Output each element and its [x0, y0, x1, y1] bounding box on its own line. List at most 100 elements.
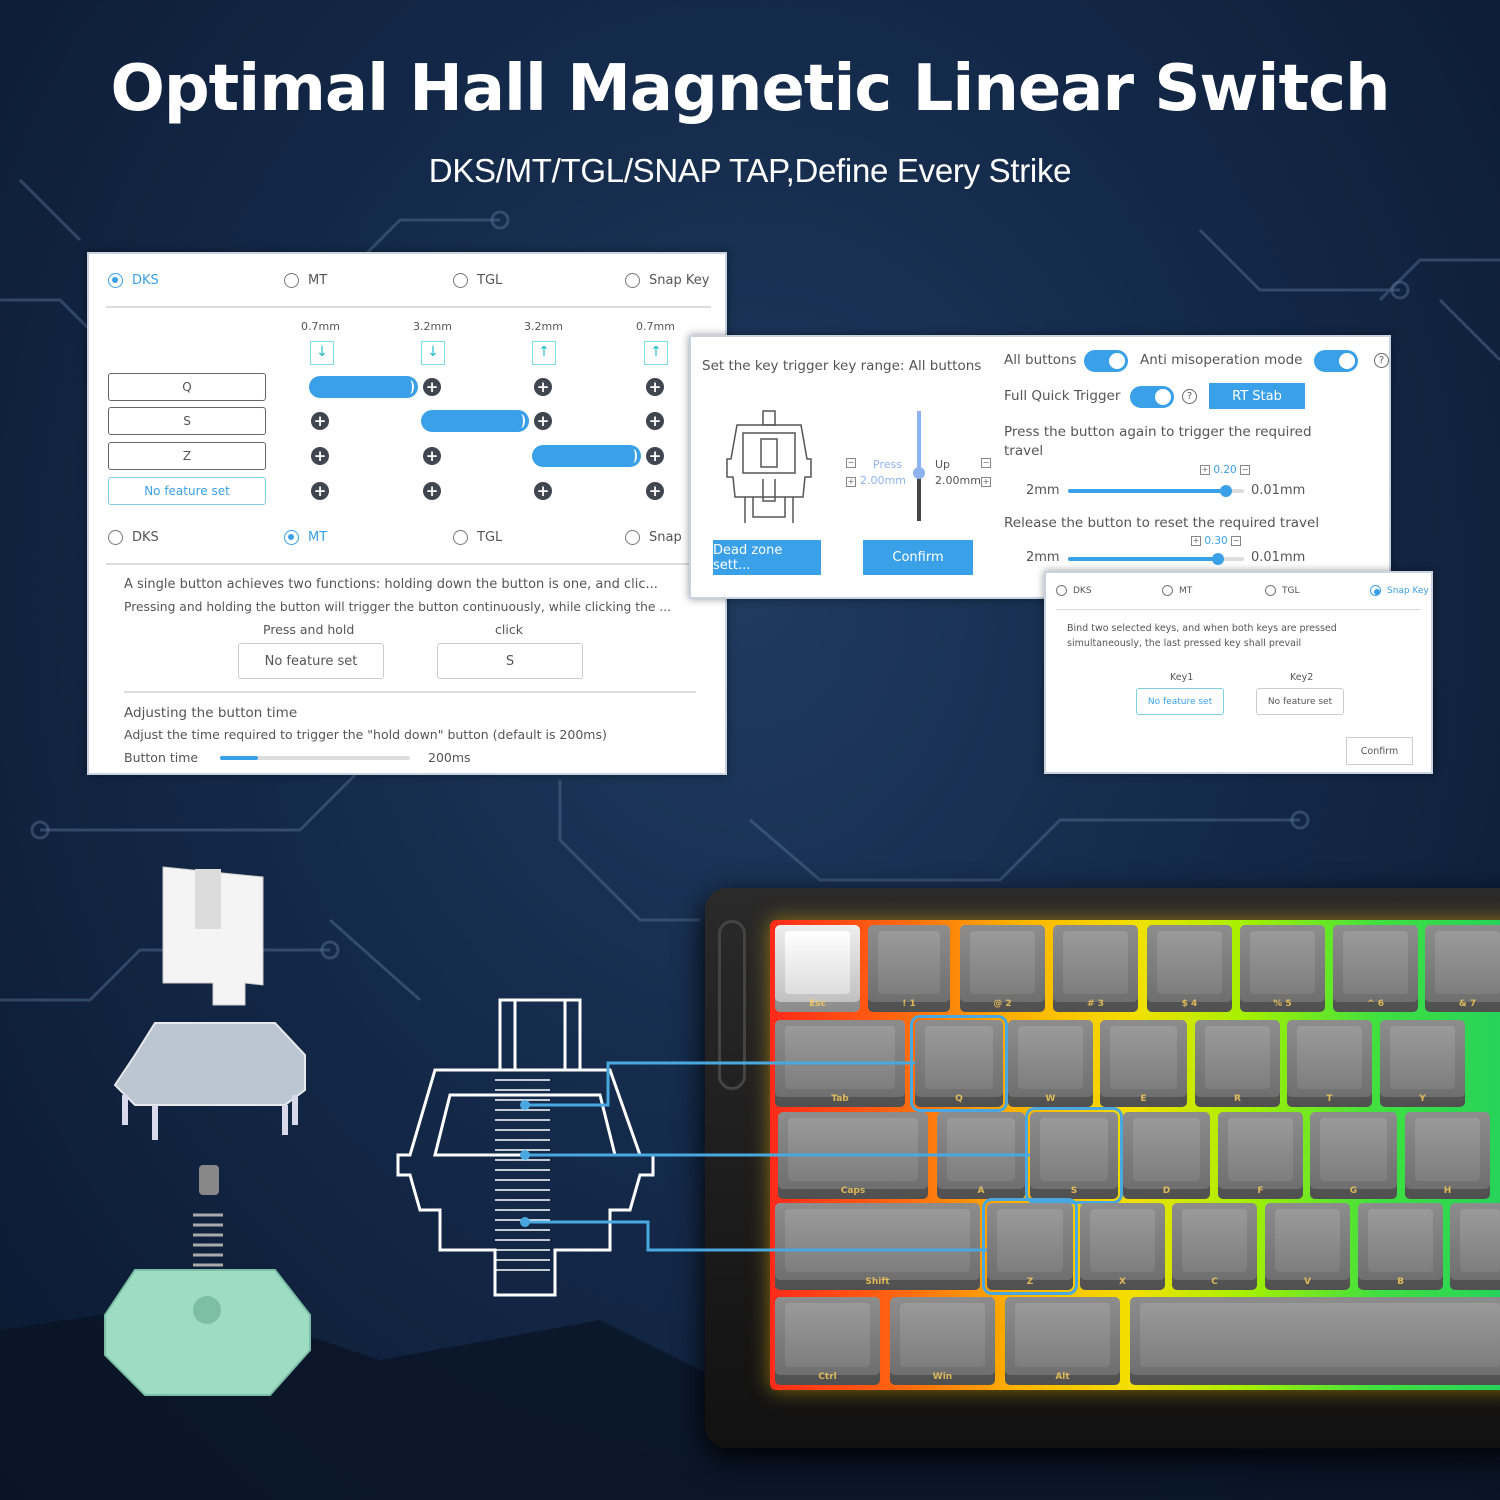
key-a: A — [937, 1112, 1025, 1199]
radio-snap[interactable]: Snap — [625, 530, 682, 545]
keycap-top — [785, 931, 850, 994]
add-icon[interactable]: + — [311, 482, 329, 500]
increase-icon[interactable]: + — [981, 477, 991, 487]
add-icon[interactable]: + — [646, 482, 664, 500]
add-icon[interactable]: + — [646, 447, 664, 465]
radio-label: Snap — [649, 530, 682, 545]
radio-label: TGL — [1282, 585, 1300, 596]
up-value: 2.00mm — [935, 474, 981, 487]
keycap-top — [1015, 1303, 1110, 1367]
click-key-field[interactable]: S — [437, 643, 583, 679]
dead-zone-button[interactable]: Dead zone sett... — [713, 540, 821, 575]
hold-label: Press and hold — [263, 622, 355, 637]
radio-dks[interactable]: DKS — [108, 273, 159, 288]
anti-misoperation-toggle[interactable] — [1314, 350, 1358, 372]
press-again-slider[interactable] — [1068, 485, 1244, 497]
increase-icon[interactable]: + — [1200, 465, 1210, 475]
confirm-button[interactable]: Confirm — [863, 540, 973, 575]
increase-icon[interactable]: + — [1191, 536, 1201, 546]
key-legend: ! 1 — [902, 999, 916, 1009]
keycap-top — [1063, 931, 1128, 994]
keycap-top — [1275, 1209, 1340, 1272]
decrease-icon[interactable]: − — [1231, 536, 1242, 546]
key-slot-empty[interactable]: No feature set — [108, 477, 266, 505]
travel-vertical-slider[interactable] — [913, 411, 925, 521]
add-icon[interactable]: + — [311, 412, 329, 430]
key-legend: $ 4 — [1181, 999, 1198, 1009]
radio-dks[interactable]: DKS — [108, 530, 159, 545]
keycap-top — [1040, 1118, 1108, 1181]
key-legend: Esc — [809, 999, 826, 1009]
add-icon[interactable]: + — [423, 482, 441, 500]
keycap-top — [785, 1303, 870, 1367]
radio-dks[interactable]: DKS — [1056, 585, 1092, 596]
add-icon[interactable]: + — [423, 378, 441, 396]
radio-tgl[interactable]: TGL — [453, 273, 502, 288]
dks-action-bar-s[interactable] — [421, 410, 529, 432]
help-icon[interactable]: ? — [1182, 389, 1197, 404]
release-end-icon: ↑ — [644, 341, 668, 365]
key-z: Z — [982, 1198, 1078, 1295]
radio-mt[interactable]: MT — [284, 273, 327, 288]
radio-label: MT — [308, 530, 328, 545]
key1-field[interactable]: No feature set — [1136, 688, 1224, 715]
decrease-icon[interactable]: − — [1240, 465, 1251, 475]
key-legend: Shift — [865, 1277, 890, 1287]
add-icon[interactable]: + — [646, 378, 664, 396]
key2-field[interactable]: No feature set — [1256, 688, 1344, 715]
decrease-icon[interactable]: − — [981, 458, 991, 468]
key-legend: C — [1211, 1277, 1218, 1287]
key-legend: R — [1234, 1094, 1241, 1104]
key-legend: G — [1349, 1186, 1358, 1196]
help-icon[interactable]: ? — [1374, 353, 1389, 368]
key-slot-q[interactable]: Q — [108, 373, 266, 401]
add-icon[interactable]: + — [534, 412, 552, 430]
dks-action-bar-z[interactable] — [532, 445, 641, 467]
radio-label: MT — [1179, 585, 1193, 596]
spring — [193, 1213, 223, 1267]
confirm-button[interactable]: Confirm — [1346, 737, 1413, 765]
add-icon[interactable]: + — [311, 447, 329, 465]
key-b: B — [1358, 1203, 1443, 1290]
key-legend: S — [1070, 1186, 1078, 1196]
radio-tgl[interactable]: TGL — [1265, 585, 1300, 596]
button-time-slider[interactable] — [220, 756, 410, 760]
key-legend: H — [1443, 1186, 1452, 1196]
mt-description: Pressing and holding the button will tri… — [124, 600, 672, 614]
slider-max: 0.01mm — [1251, 550, 1306, 565]
key-slot-z[interactable]: Z — [108, 442, 266, 470]
key2-label: Key2 — [1290, 672, 1314, 683]
keycap-top — [1297, 1026, 1362, 1089]
radio-label: DKS — [132, 530, 159, 545]
full-quick-trigger-toggle[interactable] — [1130, 386, 1174, 408]
rt-stab-button[interactable]: RT Stab — [1209, 383, 1305, 409]
keycap-top — [947, 1118, 1015, 1181]
divider — [1056, 609, 1421, 610]
key-slot-s[interactable]: S — [108, 407, 266, 435]
keycap-top — [788, 1118, 918, 1181]
keycap-top — [1182, 1209, 1247, 1272]
radio-mt[interactable]: MT — [1162, 585, 1192, 596]
full-quick-trigger-label: Full Quick Trigger — [1004, 388, 1121, 404]
radio-snap-key[interactable]: Snap Key — [625, 273, 709, 288]
release-slider[interactable] — [1068, 553, 1244, 565]
key-legend: A — [977, 1186, 985, 1196]
release-bottom-icon: ↑ — [532, 341, 556, 365]
radio-snap-key[interactable]: Snap Key — [1370, 585, 1429, 596]
add-icon[interactable]: + — [534, 482, 552, 500]
radio-mt[interactable]: MT — [284, 530, 327, 545]
key-t: T — [1287, 1020, 1372, 1107]
decrease-icon[interactable]: − — [846, 458, 856, 468]
hold-key-field[interactable]: No feature set — [238, 643, 384, 679]
value: 0.30 — [1204, 535, 1228, 547]
increase-icon[interactable]: + — [846, 477, 856, 487]
key-blank — [1450, 1203, 1500, 1290]
add-icon[interactable]: + — [646, 412, 664, 430]
dks-action-bar-q[interactable] — [309, 376, 418, 398]
add-icon[interactable]: + — [534, 378, 552, 396]
all-buttons-toggle[interactable] — [1084, 350, 1128, 372]
add-icon[interactable]: + — [423, 447, 441, 465]
key-legend: ^ 6 — [1367, 999, 1384, 1009]
key-c: C — [1172, 1203, 1257, 1290]
radio-tgl[interactable]: TGL — [453, 530, 502, 545]
